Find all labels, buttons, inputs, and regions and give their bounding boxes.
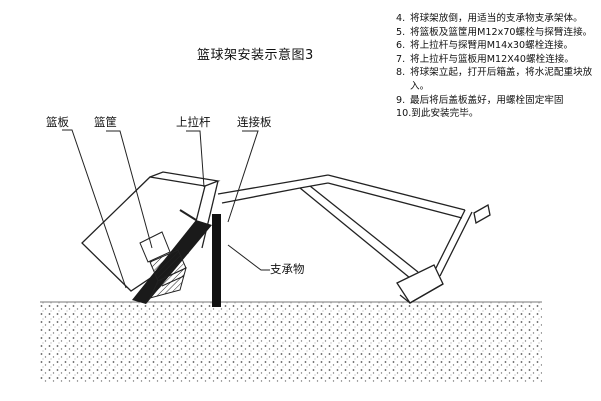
step-item: 8.将球架立起，打开后箱盖，将水泥配重块放入。 (396, 67, 593, 92)
support-pole (212, 214, 221, 307)
ground (40, 302, 542, 382)
basket (139, 231, 187, 299)
label-backboard: 篮板 (46, 115, 69, 129)
label-upper-rod: 上拉杆 (176, 115, 211, 129)
label-connecting-plate: 连接板 (237, 115, 272, 129)
step-item: 10.到此安装完毕。 (396, 108, 479, 120)
installation-steps: 4.将球架放倒，用适当的支承物支承架体。 5.将篮板及篮筐用M12x70螺栓与探… (396, 12, 596, 121)
step-item: 4.将球架放倒，用适当的支承物支承架体。 (396, 13, 583, 24)
step-item: 7.将上拉杆与篮板用M12X40螺栓连接。 (396, 53, 574, 65)
label-basket: 篮筐 (94, 115, 117, 129)
step-item: 9.最后将后盖板盖好，用螺栓固定牢固 (396, 94, 564, 106)
label-support: 支承物 (270, 262, 305, 276)
arm-frame (217, 174, 491, 304)
diagram-title: 篮球架安装示意图3 (197, 48, 314, 63)
step-item: 5.将篮板及篮筐用M12x70螺栓与探臂连接。 (396, 26, 593, 38)
leader-lines (62, 129, 270, 289)
step-item: 6.将上拉杆与探臂用M14x30螺栓连接。 (396, 40, 574, 52)
